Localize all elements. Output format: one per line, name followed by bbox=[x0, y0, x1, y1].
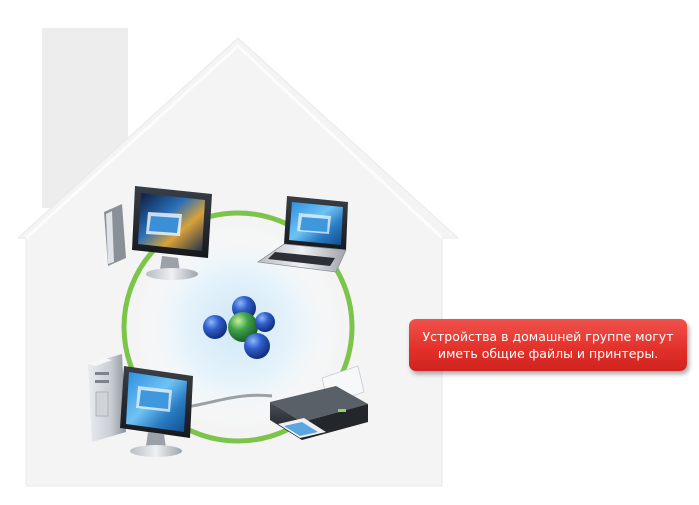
homegroup-info-callout: Устройства в домашней группе могут иметь… bbox=[409, 319, 687, 371]
callout-line-1: Устройства в домашней группе могут bbox=[422, 329, 674, 344]
network-ring bbox=[121, 210, 355, 444]
homegroup-network-icon bbox=[203, 296, 275, 359]
laptop-icon bbox=[256, 196, 348, 273]
tower-computer-icon bbox=[88, 354, 193, 457]
printer-icon bbox=[270, 365, 368, 440]
callout-line-2: иметь общие файлы и принтеры. bbox=[437, 346, 659, 361]
desktop-computer-icon bbox=[104, 186, 212, 280]
